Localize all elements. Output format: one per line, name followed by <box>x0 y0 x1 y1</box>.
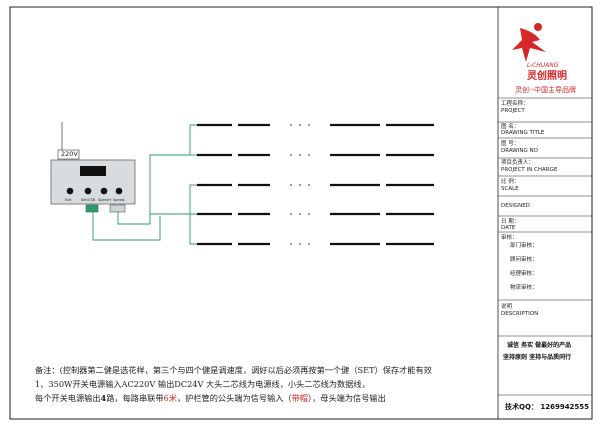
brand-logo <box>512 23 546 62</box>
scale-label-en: SCALE <box>501 186 519 192</box>
voltage-label: 220V <box>61 150 78 158</box>
date-label-en: DATE <box>501 225 516 231</box>
signal-wires <box>92 124 197 245</box>
brand-cn: 灵创照明 <box>527 71 567 82</box>
description-label-cn: 说明 <box>501 304 513 310</box>
brand-en: L-CHUANG <box>527 62 559 69</box>
button-speed-plus <box>100 187 108 195</box>
project-label-en: PROJECT <box>501 108 525 114</box>
date-label-cn: 日 期： <box>501 219 520 225</box>
drawing-border <box>9 6 593 420</box>
button-label-speed-plus: Speed+ <box>98 198 112 202</box>
review-label: 审核： <box>501 235 518 241</box>
note-line-2: 1、350W开关电源输入AC220V 输出DC24V 大头二芯线为电源线，小头二… <box>35 379 370 389</box>
note-3-count: 4 <box>100 393 107 403</box>
title-block-rows <box>498 97 592 396</box>
button-label-exit: Exit <box>65 198 72 202</box>
description-label-en: DESCRIPTION <box>501 311 539 317</box>
note-3-cap: 带帽 <box>291 393 308 403</box>
slogan-2: 坚持原则 坚持与品质同行 <box>503 354 572 361</box>
title-label-cn: 图 名： <box>501 124 520 130</box>
note-3-part-g: ），母头端为信号输出 <box>307 393 386 403</box>
button-label-speed-minus: Speed- <box>113 198 126 202</box>
review-item-logistics: 物流审核： <box>510 285 538 291</box>
review-item-advisor: 顾问审核： <box>510 257 538 263</box>
tech-qq: 技术QQ： 1269942555 <box>505 403 590 411</box>
scale-label-cn: 比 例： <box>501 179 520 185</box>
voltage-box <box>57 149 80 160</box>
note-3-part-e: ，护栏管的公头端为信号输入（ <box>176 393 292 403</box>
number-label-en: DRAWING NO <box>501 148 538 154</box>
button-label-set: Set/CSB <box>81 198 95 202</box>
number-label-cn: 图 号： <box>501 141 520 147</box>
note-3-length: 6米 <box>163 393 177 403</box>
review-item-manager: 经理审核： <box>510 271 538 277</box>
controller-display <box>80 166 106 176</box>
title-label-en: DRAWING TITLE <box>501 130 545 136</box>
note-3-part-c: 路，每路串联带 <box>106 393 164 403</box>
led-tube-rows <box>197 123 434 246</box>
charge-label-en: PROJECT IN CHARGE <box>501 167 558 173</box>
connector-input <box>85 204 99 213</box>
slogan-1: 诚信 务实 做最好的产品 <box>507 342 572 349</box>
review-item-dept: 部门审核： <box>510 243 538 249</box>
tagline: 灵创--中国主导品牌 <box>515 86 577 94</box>
continuation-dots <box>290 124 310 245</box>
project-label-cn: 工程名称： <box>501 101 529 107</box>
connector-output <box>109 204 126 213</box>
note-line-3: 每个开关电源输出4路，每路串联带6米，护栏管的公头端为信号输入（带帽），母头端为… <box>35 392 386 404</box>
note-line-1: 备注：(控制器第二健是选花样，第三个与四个健是调速度，调好以后必须再按第一个健（… <box>35 365 432 375</box>
charge-label-cn: 项目负责人： <box>501 160 535 166</box>
note-3-part-a: 每个开关电源输出 <box>35 393 101 403</box>
button-set <box>84 187 92 195</box>
button-speed-minus <box>115 187 123 195</box>
button-exit <box>66 187 74 195</box>
designed-label: DESIGNED <box>501 203 530 209</box>
